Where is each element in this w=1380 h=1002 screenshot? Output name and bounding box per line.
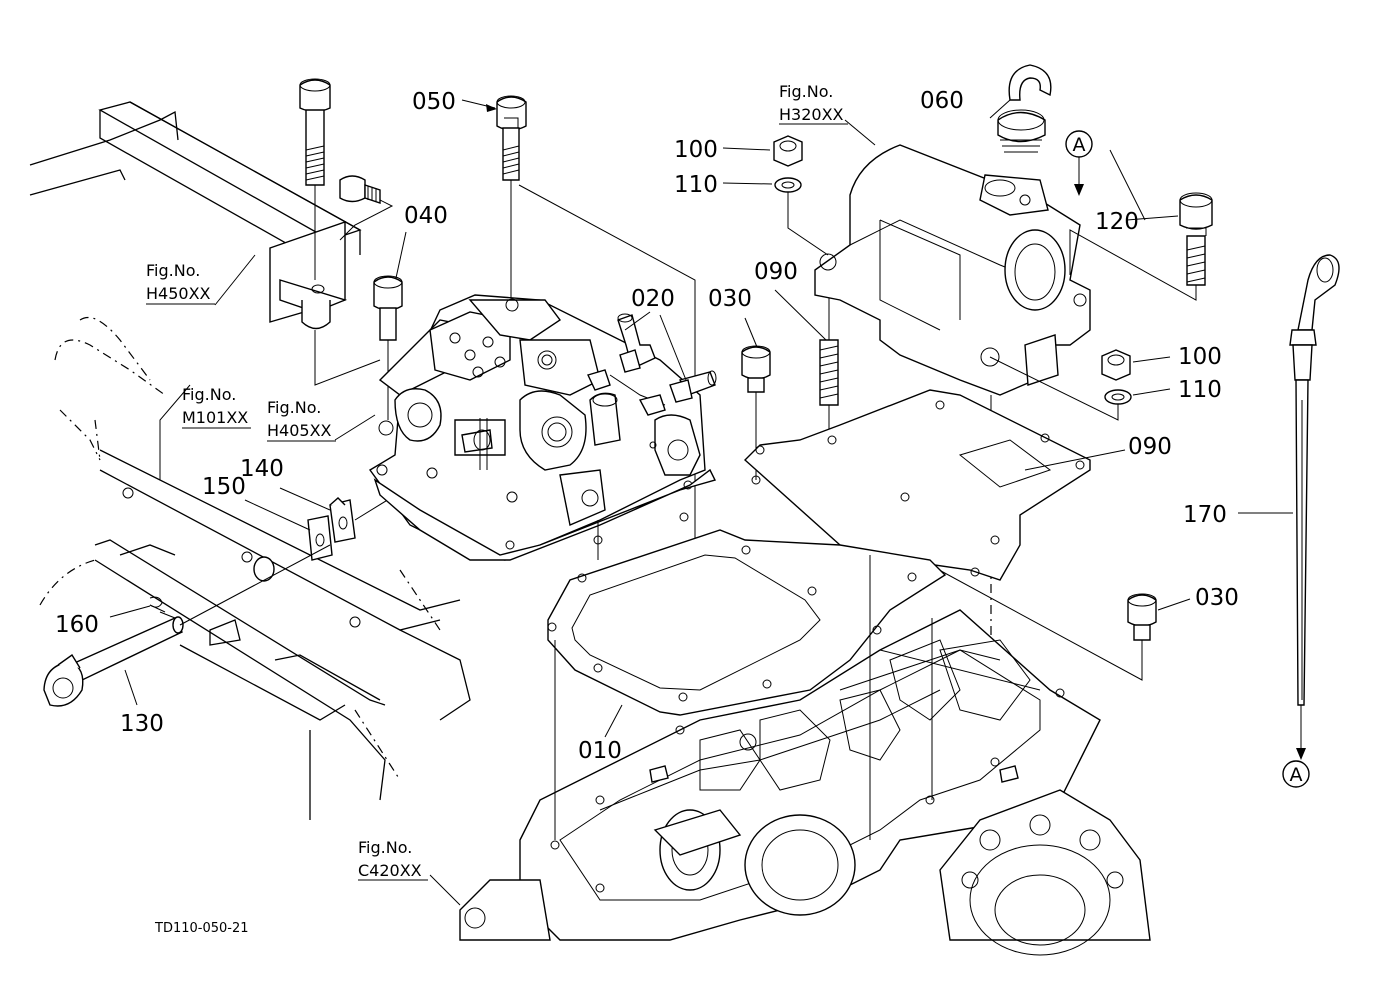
figure-ref-h450-code: H450XX xyxy=(146,284,211,303)
callout-090-upper: 090 xyxy=(754,259,798,285)
fitting-020-upper xyxy=(617,313,656,373)
frame-member-lower xyxy=(39,539,401,820)
clip-160 xyxy=(149,596,176,619)
figure-ref-c420-label: Fig.No. xyxy=(358,838,412,857)
bracket-140 xyxy=(329,497,356,543)
marker-a-bottom: A xyxy=(1282,760,1310,788)
figure-ref-h450: Fig.No. H450XX xyxy=(146,261,215,305)
washer-110-upper xyxy=(774,177,829,256)
cylinder-cover xyxy=(814,144,1091,396)
frame-member-left xyxy=(54,316,471,721)
callout-140: 140 xyxy=(240,456,284,482)
leader-lines xyxy=(109,99,1293,906)
nut-100-upper xyxy=(773,135,803,167)
bolt-030-upper xyxy=(741,345,771,480)
dipstick-170 xyxy=(1289,254,1340,760)
callout-170: 170 xyxy=(1183,502,1227,528)
callout-020: 020 xyxy=(631,286,675,312)
bolt-030-lower xyxy=(929,564,1157,681)
frame-rail xyxy=(29,101,362,330)
nut-100-lower xyxy=(1101,349,1131,381)
callout-050: 050 xyxy=(412,89,456,115)
transmission-case xyxy=(459,520,1151,956)
figure-ref-m101-label: Fig.No. xyxy=(182,385,236,404)
figure-ref-m101: Fig.No. M101XX xyxy=(182,385,251,429)
callout-060: 060 xyxy=(920,88,964,114)
callout-120: 120 xyxy=(1095,209,1139,235)
figure-ref-h405-code: H405XX xyxy=(267,421,332,440)
callout-100-lower: 100 xyxy=(1178,344,1222,370)
gasket-010 xyxy=(547,512,947,716)
figure-ref-h450-label: Fig.No. xyxy=(146,261,200,280)
bolt-040 xyxy=(373,275,403,420)
figure-ref-m101-code: M101XX xyxy=(182,408,248,427)
bracket-150 xyxy=(307,515,333,561)
pin-130 xyxy=(43,616,184,707)
marker-a-top: A xyxy=(1065,130,1093,196)
washer-110-lower xyxy=(989,356,1132,421)
figure-ref-c420: Fig.No. C420XX xyxy=(358,838,428,881)
figure-ref-h320: Fig.No. H320XX xyxy=(779,82,848,125)
marker-a-bottom-label: A xyxy=(1290,764,1303,786)
drawing-code: TD110-050-21 xyxy=(154,921,249,936)
plug-060 xyxy=(997,64,1052,153)
callout-030-upper: 030 xyxy=(708,286,752,312)
valve-gasket xyxy=(373,468,717,561)
figure-ref-c420-code: C420XX xyxy=(358,861,422,880)
callout-110-upper: 110 xyxy=(674,172,718,198)
callout-110-lower: 110 xyxy=(1178,377,1222,403)
callout-010: 010 xyxy=(578,738,622,764)
bolt-120 xyxy=(1069,192,1213,301)
marker-a-top-label: A xyxy=(1073,134,1086,156)
callout-030-lower: 030 xyxy=(1195,585,1239,611)
callout-100-upper: 100 xyxy=(674,137,718,163)
callout-160: 160 xyxy=(55,612,99,638)
bolt-top-left xyxy=(299,78,381,386)
callout-150: 150 xyxy=(202,474,246,500)
callout-090-lower: 090 xyxy=(1128,434,1172,460)
figure-ref-h405: Fig.No. H405XX xyxy=(267,398,336,442)
figure-ref-h405-label: Fig.No. xyxy=(267,398,321,417)
callout-130: 130 xyxy=(120,711,164,737)
callout-040: 040 xyxy=(404,203,448,229)
screw-small xyxy=(339,175,394,241)
figure-ref-h320-label: Fig.No. xyxy=(779,82,833,101)
callout-labels: 050 040 020 030 090 100 110 060 120 100 … xyxy=(55,88,1239,764)
fitting-020-lower xyxy=(669,370,717,403)
figure-ref-h320-code: H320XX xyxy=(779,105,844,124)
